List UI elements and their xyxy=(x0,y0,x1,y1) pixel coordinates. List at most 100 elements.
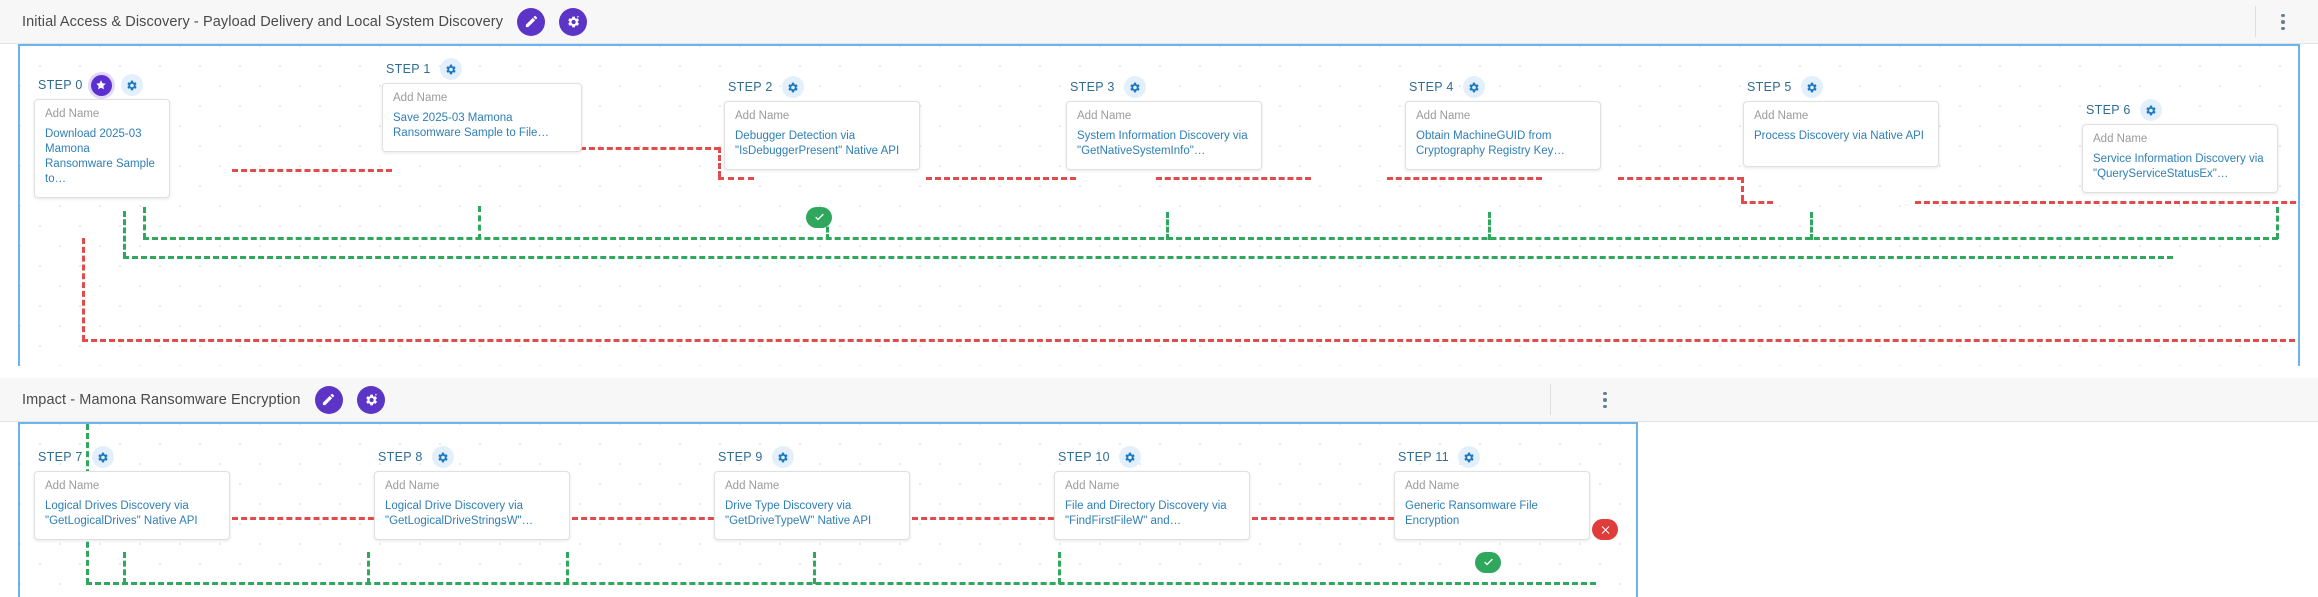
header-divider xyxy=(1550,384,1551,415)
step-name-input[interactable]: Add Name xyxy=(735,110,790,122)
step-node-9[interactable]: STEP 9 Add Name Drive Type Discovery via… xyxy=(714,446,910,540)
status-badge-error[interactable] xyxy=(1592,519,1618,540)
gear-icon[interactable] xyxy=(1123,76,1146,98)
kebab-dot xyxy=(2281,26,2285,31)
gear-icon[interactable] xyxy=(2139,99,2162,121)
step-description-link[interactable]: Generic Ransomware File Encryption xyxy=(1405,500,1538,527)
step-card[interactable]: Add Name Drive Type Discovery via "GetDr… xyxy=(714,471,910,540)
gear-icon[interactable] xyxy=(439,58,462,80)
connector-step5-step6-h1 xyxy=(1618,177,1743,180)
step-name-input[interactable]: Add Name xyxy=(393,92,448,104)
step-name-input[interactable]: Add Name xyxy=(1065,480,1120,492)
connector-step9-step10 xyxy=(912,517,1072,520)
pencil-icon[interactable] xyxy=(517,7,546,36)
step-node-10[interactable]: STEP 10 Add Name File and Directory Disc… xyxy=(1054,446,1250,540)
step-card[interactable]: Add Name Download 2025-03 Mamona Ransomw… xyxy=(34,99,170,198)
gear-icon[interactable] xyxy=(120,74,143,96)
connector-step5-step6-h2 xyxy=(1741,201,1773,204)
step-label: STEP 0 xyxy=(38,78,83,92)
kebab-dot xyxy=(2281,13,2285,18)
step-description-link[interactable]: File and Directory Discovery via "FindFi… xyxy=(1065,500,1227,527)
step-node-6[interactable]: STEP 6 Add Name Service Information Disc… xyxy=(2082,99,2278,193)
step-header-9: STEP 9 xyxy=(714,446,910,468)
header-divider xyxy=(2255,6,2256,37)
step-description-link[interactable]: Logical Drives Discovery via "GetLogical… xyxy=(45,500,198,527)
kebab-menu-icon[interactable] xyxy=(2272,8,2294,36)
step-name-input[interactable]: Add Name xyxy=(45,108,100,120)
step-description-link[interactable]: Logical Drive Discovery via "GetLogicalD… xyxy=(385,500,534,527)
step-name-input[interactable]: Add Name xyxy=(1754,110,1809,122)
connector-green-step8-down xyxy=(367,552,370,584)
gear-icon[interactable] xyxy=(1800,76,1823,98)
kebab-menu-icon[interactable] xyxy=(1594,386,1616,414)
connector-green-step9-down xyxy=(566,552,569,584)
star-badge-icon[interactable] xyxy=(90,74,112,96)
step-name-input[interactable]: Add Name xyxy=(2093,133,2148,145)
status-badge-ok[interactable] xyxy=(1475,552,1501,573)
step-card[interactable]: Add Name Service Information Discovery v… xyxy=(2082,124,2278,193)
connector-green-step7-down xyxy=(123,552,126,584)
step-description-link[interactable]: Process Discovery via Native API xyxy=(1754,130,1925,142)
kebab-dot xyxy=(1603,398,1607,402)
lane-impact: STEP 7 Add Name Logical Drives Discovery… xyxy=(18,422,1638,597)
connector-green-step4-down xyxy=(1488,212,1491,240)
gear-icon[interactable] xyxy=(1457,446,1480,468)
step-label: STEP 11 xyxy=(1398,450,1449,464)
step-node-7[interactable]: STEP 7 Add Name Logical Drives Discovery… xyxy=(34,446,230,540)
step-description-link[interactable]: Drive Type Discovery via "GetDriveTypeW"… xyxy=(725,500,872,527)
step-node-0[interactable]: STEP 0 Add Name Download 2025-03 Mamona … xyxy=(34,74,170,198)
step-name-input[interactable]: Add Name xyxy=(1077,110,1132,122)
step-name-input[interactable]: Add Name xyxy=(1405,480,1460,492)
step-label: STEP 5 xyxy=(1747,80,1792,94)
step-label: STEP 6 xyxy=(2086,103,2131,117)
step-card[interactable]: Add Name Save 2025-03 Mamona Ransomware … xyxy=(382,83,582,152)
step-description-link[interactable]: Service Information Discovery via "Query… xyxy=(2093,153,2264,180)
connector-loop-v-left xyxy=(82,238,85,341)
step-description-link[interactable]: Obtain MachineGUID from Cryptography Reg… xyxy=(1416,130,1565,157)
step-node-8[interactable]: STEP 8 Add Name Logical Drive Discovery … xyxy=(374,446,570,540)
step-card[interactable]: Add Name Obtain MachineGUID from Cryptog… xyxy=(1405,101,1601,170)
step-card[interactable]: Add Name Logical Drive Discovery via "Ge… xyxy=(374,471,570,540)
connector-step2-step3 xyxy=(926,177,1076,180)
step-card[interactable]: Add Name File and Directory Discovery vi… xyxy=(1054,471,1250,540)
section-header-initial-access: Initial Access & Discovery - Payload Del… xyxy=(0,0,2318,44)
gear-icon[interactable] xyxy=(781,76,804,98)
pencil-icon[interactable] xyxy=(314,385,343,414)
connector-step6-loop-h xyxy=(1915,201,2298,204)
step-name-input[interactable]: Add Name xyxy=(45,480,100,492)
step-card[interactable]: Add Name Debugger Detection via "IsDebug… xyxy=(724,101,920,170)
gear-sparkle-icon[interactable] xyxy=(559,7,588,36)
step-description-link[interactable]: Debugger Detection via "IsDebuggerPresen… xyxy=(735,130,900,157)
connector-step3-step4 xyxy=(1156,177,1311,180)
step-card[interactable]: Add Name System Information Discovery vi… xyxy=(1066,101,1262,170)
gear-icon[interactable] xyxy=(1462,76,1485,98)
connector-green-left-drop xyxy=(123,211,126,258)
status-badge-ok[interactable] xyxy=(806,207,832,228)
step-name-input[interactable]: Add Name xyxy=(725,480,780,492)
step-header-11: STEP 11 xyxy=(1394,446,1590,468)
step-node-11[interactable]: STEP 11 Add Name Generic Ransomware File… xyxy=(1394,446,1590,540)
step-description-link[interactable]: System Information Discovery via "GetNat… xyxy=(1077,130,1248,157)
step-node-5[interactable]: STEP 5 Add Name Process Discovery via Na… xyxy=(1743,76,1939,167)
gear-icon[interactable] xyxy=(91,446,114,468)
step-card[interactable]: Add Name Process Discovery via Native AP… xyxy=(1743,101,1939,167)
gear-icon[interactable] xyxy=(1118,446,1141,468)
step-header-0: STEP 0 xyxy=(34,74,170,96)
gear-icon[interactable] xyxy=(771,446,794,468)
step-node-3[interactable]: STEP 3 Add Name System Information Disco… xyxy=(1066,76,1262,170)
step-node-2[interactable]: STEP 2 Add Name Debugger Detection via "… xyxy=(724,76,920,170)
step-node-4[interactable]: STEP 4 Add Name Obtain MachineGUID from … xyxy=(1405,76,1601,170)
step-description-link[interactable]: Save 2025-03 Mamona Ransomware Sample to… xyxy=(393,112,549,139)
section-title: Initial Access & Discovery - Payload Del… xyxy=(22,13,504,30)
step-name-input[interactable]: Add Name xyxy=(1416,110,1471,122)
gear-icon[interactable] xyxy=(431,446,454,468)
step-header-1: STEP 1 xyxy=(382,58,582,80)
step-header-7: STEP 7 xyxy=(34,446,230,468)
step-header-5: STEP 5 xyxy=(1743,76,1939,98)
step-card[interactable]: Add Name Logical Drives Discovery via "G… xyxy=(34,471,230,540)
step-name-input[interactable]: Add Name xyxy=(385,480,440,492)
step-card[interactable]: Add Name Generic Ransomware File Encrypt… xyxy=(1394,471,1590,540)
step-description-link[interactable]: Download 2025-03 Mamona Ransomware Sampl… xyxy=(45,128,155,185)
gear-sparkle-icon[interactable] xyxy=(356,385,385,414)
step-node-1[interactable]: STEP 1 Add Name Save 2025-03 Mamona Rans… xyxy=(382,58,582,152)
